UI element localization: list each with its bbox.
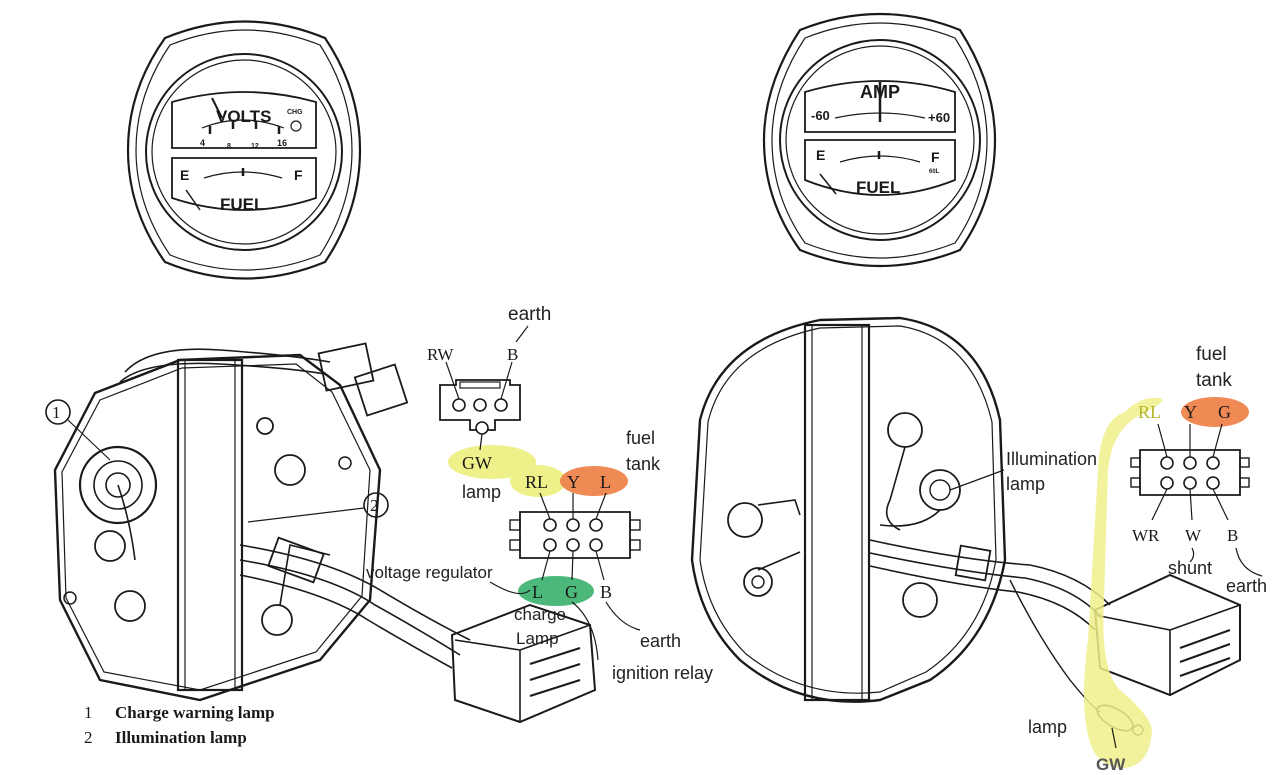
y-label-right: Y: [1184, 402, 1197, 422]
fuel-title-left: FUEL: [220, 195, 264, 214]
wr-label: WR: [1132, 526, 1160, 545]
rl-highlight: [510, 465, 566, 497]
earth-label-right: earth: [1226, 576, 1267, 596]
gw-label-right: GW: [1096, 755, 1126, 774]
volts-scale-4: 4: [200, 138, 205, 148]
fuel-label-right: fuel: [1196, 344, 1227, 365]
g-label-right: G: [1218, 402, 1231, 422]
illumination-lamp-label: lamp: [1006, 474, 1045, 494]
fuel-e-label: E: [180, 167, 189, 183]
w-label: W: [1185, 526, 1202, 545]
l-bottom-label: L: [532, 582, 543, 602]
gw-trace-highlight: [1084, 397, 1163, 768]
right-gauge-back: [690, 316, 1241, 736]
b-label-small: B: [507, 345, 518, 364]
legend-num-2: 2: [84, 728, 93, 747]
fuel-title-right: FUEL: [856, 178, 900, 197]
volts-scale-8: 8: [227, 143, 231, 150]
rw-label: RW: [427, 345, 454, 364]
charge-lamp-label: Lamp: [516, 629, 559, 648]
lg-highlight: [518, 576, 594, 606]
yg-highlight: [1181, 397, 1249, 427]
amp-pos-label: +60: [928, 110, 950, 125]
voltage-regulator-label: voltage regulator: [366, 563, 493, 582]
earth-label-small: earth: [508, 304, 551, 325]
legend-text-2: Illumination lamp: [115, 728, 247, 747]
left-small-connector: earth RW B GW lamp: [427, 304, 551, 502]
gw-highlight: [448, 445, 536, 479]
rl-label-left: RL: [525, 472, 548, 492]
lamp-label-left: lamp: [462, 482, 501, 502]
fuel-f-label: F: [294, 167, 303, 183]
left-gauge-back: 1 2: [45, 342, 597, 724]
chg-label: CHG: [287, 109, 303, 116]
volts-title: VOLTS: [216, 107, 271, 126]
amp-title: AMP: [860, 82, 900, 102]
callout-2: 2: [370, 496, 379, 515]
tank-label-right: tank: [1196, 370, 1232, 391]
amp-fuel-f-label: F: [931, 149, 940, 165]
lamp-label-right: lamp: [1028, 717, 1067, 737]
legend-text-1: Charge warning lamp: [115, 703, 275, 722]
gw-label-left: GW: [462, 453, 492, 473]
tank-label-left: tank: [626, 454, 661, 474]
volts-scale-12: 12: [251, 143, 259, 150]
rl-label-right: RL: [1138, 402, 1161, 422]
amp-neg-label: -60: [811, 108, 830, 123]
legend: 1 Charge warning lamp 2 Illumination lam…: [84, 703, 275, 747]
amp-fuel-60l: 60L: [929, 169, 940, 175]
legend-num-1: 1: [84, 703, 93, 722]
b-label-right: B: [1227, 526, 1238, 545]
illumination-label: Illumination: [1006, 449, 1097, 469]
earth-label-main: earth: [640, 631, 681, 651]
right-connector: fuel tank RL Y G WR W B shunt earth Illu…: [949, 344, 1267, 774]
g-bottom-label: G: [565, 582, 578, 602]
charge-label: charge: [514, 605, 566, 624]
left-main-connector: RL Y L fuel tank L G B voltage regulator…: [366, 428, 713, 683]
volts-scale-16: 16: [277, 138, 287, 148]
amp-fuel-gauge: AMP -60 +60 E F 60L FUEL: [762, 12, 997, 268]
b-bottom-label: B: [600, 582, 612, 602]
fuel-label-left: fuel: [626, 428, 655, 448]
volts-fuel-gauge: VOLTS CHG 4 8 12 16 E F FUEL: [126, 20, 362, 280]
callout-1: 1: [52, 403, 61, 422]
ignition-relay-label: ignition relay: [612, 663, 713, 683]
yl-highlight: [560, 466, 628, 496]
amp-fuel-e-label: E: [816, 147, 825, 163]
shunt-label: shunt: [1168, 558, 1212, 578]
l-label-left: L: [600, 472, 611, 492]
y-label-left: Y: [567, 472, 580, 492]
